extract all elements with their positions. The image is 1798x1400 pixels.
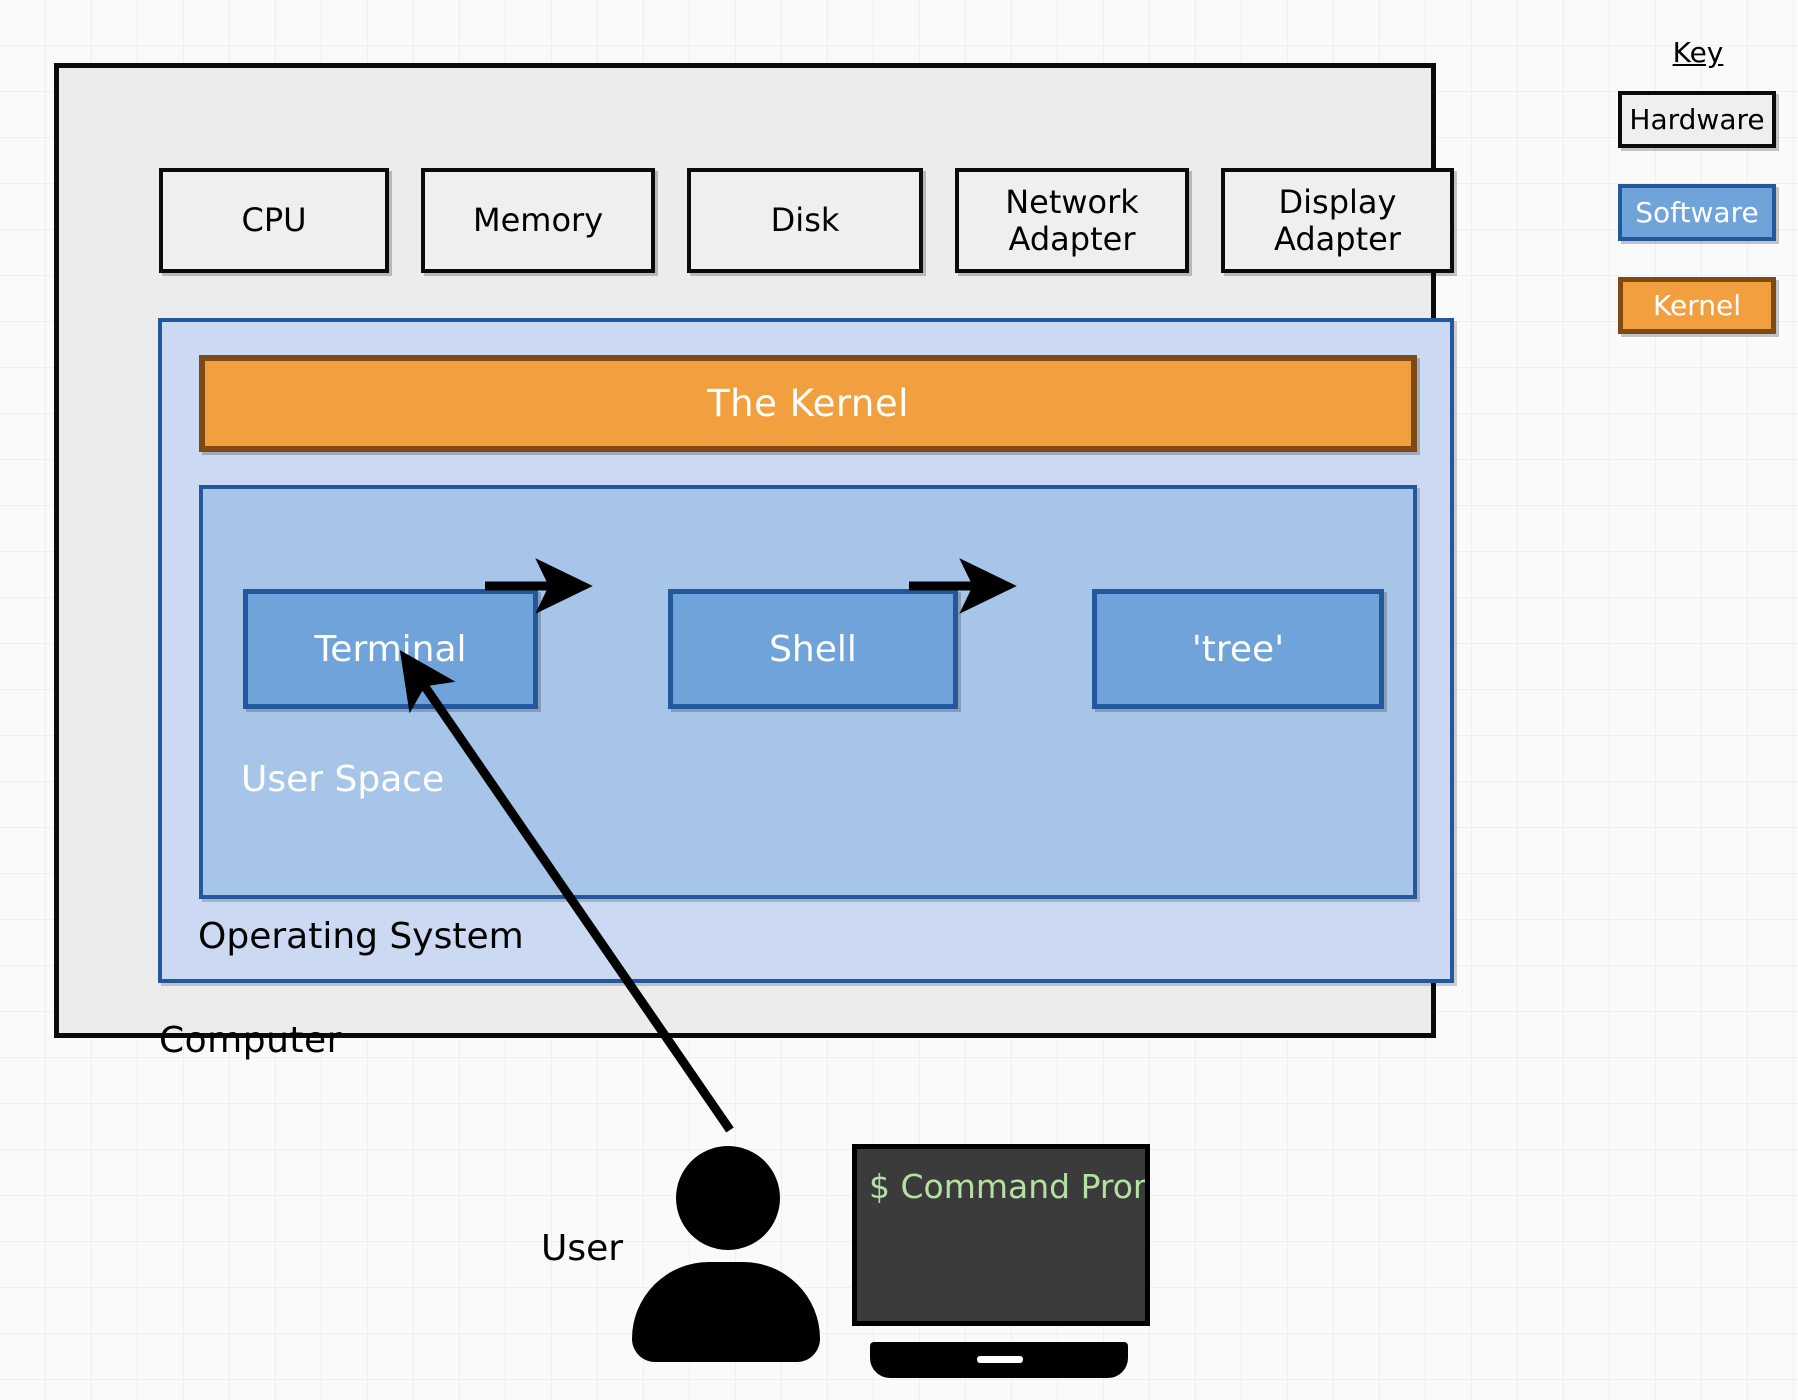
key-label-hardware: Hardware [1629,103,1765,136]
operating-system-label: Operating System [198,916,524,957]
process-box-shell[interactable]: Shell [668,589,958,709]
computer-label: Computer [159,1020,342,1061]
user-icon [632,1146,820,1362]
process-box-terminal[interactable]: Terminal [243,589,538,709]
kernel-label: The Kernel [707,382,909,425]
monitor-screen[interactable]: $ Command Prompt [852,1144,1150,1326]
key-legend: Key Hardware Software Kernel [1618,36,1778,370]
user-label: User [541,1228,624,1269]
key-item-software[interactable]: Software [1618,184,1776,241]
key-title: Key [1672,36,1724,69]
hardware-box-memory[interactable]: Memory [421,168,656,273]
key-item-kernel[interactable]: Kernel [1618,277,1776,334]
hardware-box-disk[interactable]: Disk [687,168,923,273]
key-item-hardware[interactable]: Hardware [1618,91,1776,148]
process-label-tree: 'tree' [1191,628,1285,670]
kernel-box[interactable]: The Kernel [199,355,1417,452]
monitor-icon: $ Command Prompt [852,1144,1150,1380]
hardware-box-cpu[interactable]: CPU [159,168,390,273]
command-prompt-text: $ Command Prompt [869,1167,1145,1206]
hardware-label-memory: Memory [472,201,604,240]
hardware-label-cpu: CPU [241,201,307,240]
monitor-base-slot [977,1356,1023,1363]
process-label-terminal: Terminal [314,628,467,670]
user-body-icon [632,1262,820,1362]
hardware-label-disk: Disk [770,201,840,240]
user-space-container: Terminal Shell 'tree' User Space [199,485,1417,899]
process-box-tree[interactable]: 'tree' [1092,589,1384,709]
process-label-shell: Shell [769,628,857,670]
key-label-kernel: Kernel [1653,289,1741,322]
operating-system-container: The Kernel Terminal Shell 'tree' User Sp… [158,318,1454,983]
user-space-label: User Space [241,759,445,800]
key-label-software: Software [1635,196,1759,229]
monitor-base [870,1342,1128,1378]
user-head-icon [676,1146,780,1250]
